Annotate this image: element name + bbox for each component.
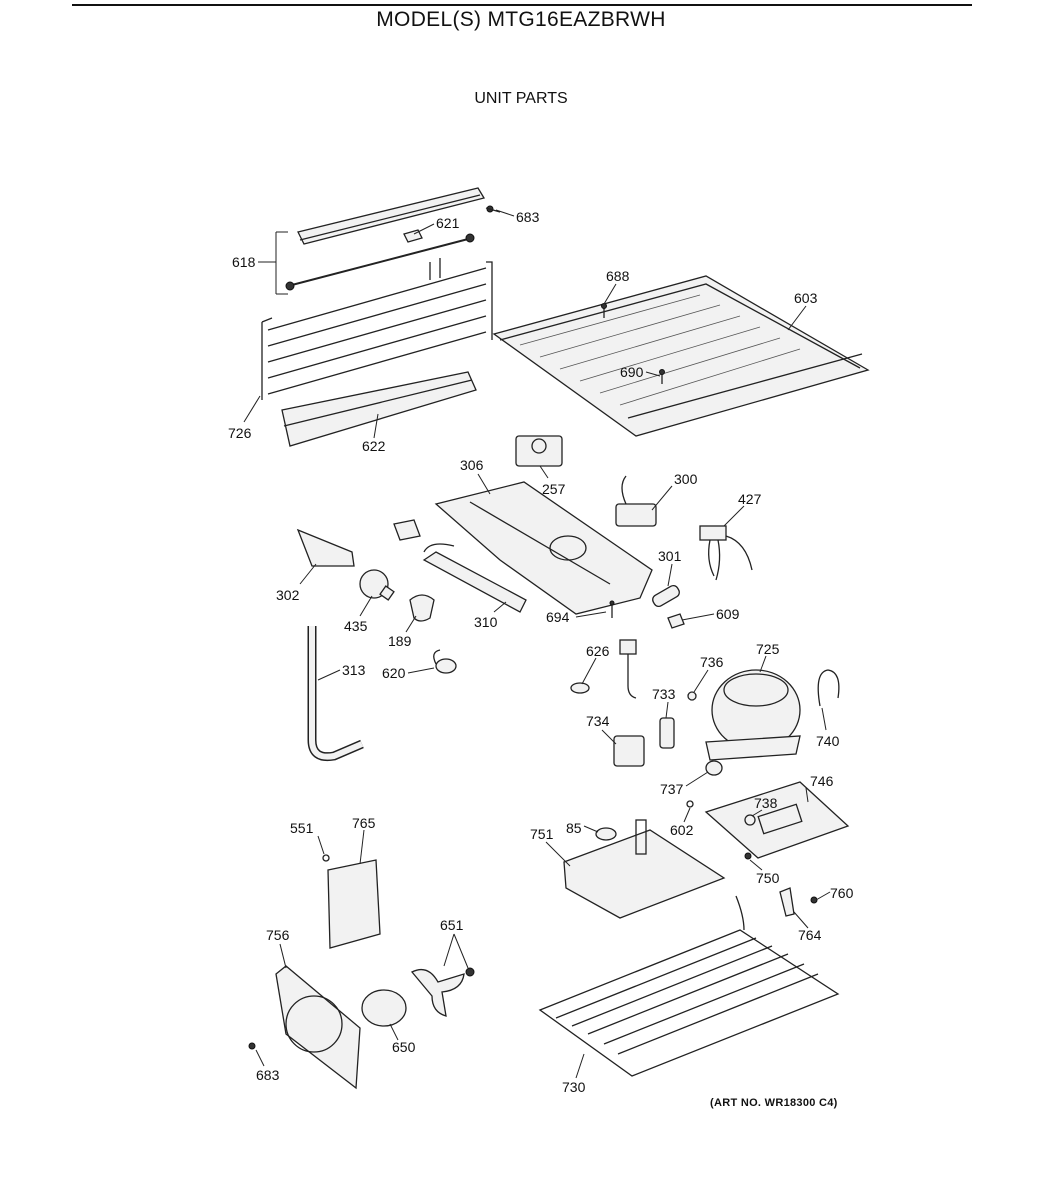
thermostat-clip <box>667 613 685 629</box>
callout-736: 736 <box>700 654 724 670</box>
callout-746: 746 <box>810 773 834 789</box>
callout-737: 737 <box>660 781 684 797</box>
callout-85: 85 <box>566 820 582 836</box>
callout-602: 602 <box>670 822 694 838</box>
fan-shroud <box>275 965 361 1090</box>
callout-765: 765 <box>352 815 376 831</box>
condenser-clip <box>403 229 423 243</box>
overload-protector <box>619 639 637 699</box>
section-title: UNIT PARTS <box>474 90 568 107</box>
callout-620: 620 <box>382 665 406 681</box>
light-bar <box>422 543 527 613</box>
pad-85 <box>595 827 617 841</box>
screw-694 <box>609 600 615 618</box>
callout-683-bottom: 683 <box>256 1067 280 1083</box>
temperature-control <box>615 475 657 527</box>
callout-603: 603 <box>794 290 818 306</box>
thermostat <box>652 584 680 608</box>
light-socket <box>409 594 435 622</box>
grommet-738 <box>744 814 756 826</box>
condenser-fan-cover <box>327 859 381 949</box>
screw-690 <box>659 369 665 384</box>
callout-733: 733 <box>652 686 676 702</box>
grommet-736 <box>687 691 697 701</box>
callout-683-top: 683 <box>516 209 540 225</box>
floor-pan <box>492 275 870 437</box>
callout-690: 690 <box>620 364 644 380</box>
relay-733 <box>659 717 675 749</box>
control-housing <box>434 481 653 615</box>
drain-trap <box>433 649 457 674</box>
callout-764: 764 <box>798 927 822 943</box>
callout-301: 301 <box>658 548 682 564</box>
fan-motor <box>361 989 407 1027</box>
callout-435: 435 <box>344 618 368 634</box>
callout-751: 751 <box>530 826 554 842</box>
top-rule <box>72 4 972 6</box>
screw-683-top <box>485 205 501 213</box>
screw-551 <box>322 854 330 862</box>
callout-306: 306 <box>460 457 484 473</box>
light-shield <box>296 528 355 567</box>
compressor <box>705 669 801 761</box>
callout-760: 760 <box>830 885 854 901</box>
screw-750 <box>744 852 752 860</box>
callout-726: 726 <box>228 425 252 441</box>
condenser-coil <box>261 258 493 400</box>
callout-725: 725 <box>756 641 780 657</box>
cap-626 <box>570 682 590 694</box>
callout-302: 302 <box>276 587 300 603</box>
callout-734: 734 <box>586 713 610 729</box>
art-number: (ART NO. WR18300 C4) <box>710 1097 838 1109</box>
grommet-737 <box>705 760 723 776</box>
fan-blade <box>410 968 465 1017</box>
light-socket-bracket <box>393 519 421 541</box>
callout-621: 621 <box>436 215 460 231</box>
condenser-drip-tray <box>281 371 477 447</box>
wiring-harness <box>699 525 753 581</box>
callout-688: 688 <box>606 268 630 284</box>
fan-nut-651 <box>465 967 475 977</box>
callout-730: 730 <box>562 1079 586 1095</box>
callout-609: 609 <box>716 606 740 622</box>
callout-300: 300 <box>674 471 698 487</box>
callout-labels: 618 621 683 688 603 690 726 622 306 257 … <box>228 209 854 1095</box>
drain-pan-751 <box>563 819 726 919</box>
model-title: MODEL(S) MTG16EAZBRWH <box>376 8 666 31</box>
screw-688 <box>601 303 607 318</box>
light-bulb <box>359 569 395 601</box>
condenser-bracket <box>297 187 486 245</box>
callout-551: 551 <box>290 820 314 836</box>
callout-310: 310 <box>474 614 498 630</box>
drain-tube <box>307 626 364 762</box>
callout-257: 257 <box>542 481 566 497</box>
callout-740: 740 <box>816 733 840 749</box>
callout-626: 626 <box>586 643 610 659</box>
callout-618: 618 <box>232 254 256 270</box>
condenser-rod <box>285 233 475 291</box>
callout-694: 694 <box>546 609 570 625</box>
screw-602 <box>686 800 694 808</box>
condenser-coil-730 <box>538 895 840 1077</box>
callout-756: 756 <box>266 927 290 943</box>
leader-lines <box>243 209 831 1079</box>
hinge-pin-764 <box>779 887 795 917</box>
callout-427: 427 <box>738 491 762 507</box>
compressor-mount-plate <box>704 781 850 859</box>
callout-622: 622 <box>362 438 386 454</box>
callout-738: 738 <box>754 795 778 811</box>
callout-750: 750 <box>756 870 780 886</box>
callout-189: 189 <box>388 633 412 649</box>
defrost-timer <box>515 435 563 467</box>
relay-734 <box>613 735 645 767</box>
screw-683-bottom <box>248 1042 256 1050</box>
callout-313: 313 <box>342 662 366 678</box>
callout-650: 650 <box>392 1039 416 1055</box>
callout-651: 651 <box>440 917 464 933</box>
tube-clip-740 <box>817 669 840 707</box>
